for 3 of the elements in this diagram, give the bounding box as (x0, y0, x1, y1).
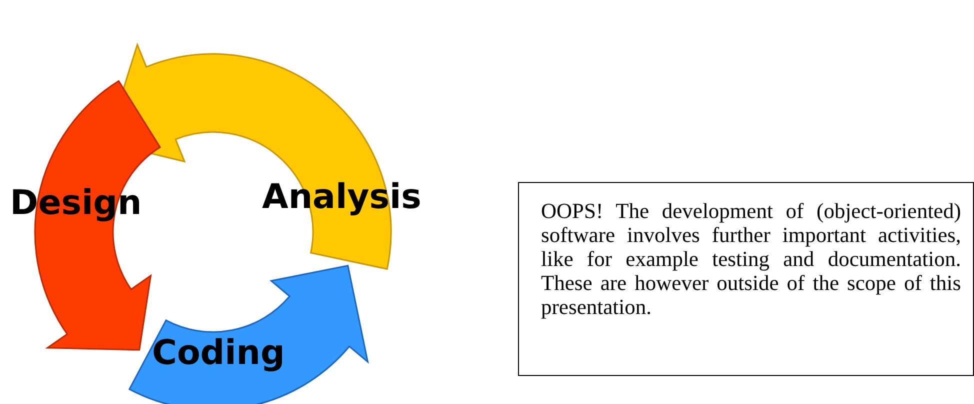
phase-label: Coding (152, 336, 285, 370)
note-box (518, 182, 974, 376)
note-text: OOPS! The development of (object-oriented) software involves further important activities, like for example testing and documentation. These are however outside of the scope of this presentation. (541, 199, 961, 319)
